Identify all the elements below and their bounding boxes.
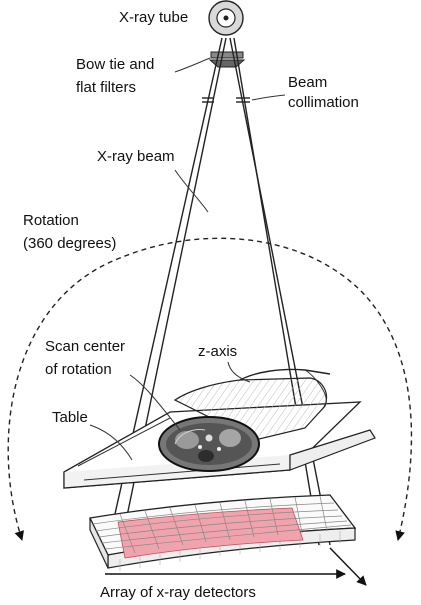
ct-slice-image — [158, 416, 260, 472]
label-detectors: Array of x-ray detectors — [100, 584, 256, 601]
z-axis-direction-arrow — [329, 547, 367, 586]
label-rotation-line2: (360 degrees) — [23, 235, 116, 252]
label-collimation-line1: Beam — [288, 74, 327, 91]
label-z-axis: z-axis — [198, 343, 237, 360]
detector-active-strip — [117, 507, 304, 559]
label-rotation-line1: Rotation — [23, 212, 79, 229]
label-filters-line2: flat filters — [76, 79, 136, 96]
label-scan-center-line2: of rotation — [45, 361, 112, 378]
rotation-arc — [7, 237, 413, 541]
leader-lines — [89, 57, 286, 461]
label-xray-beam: X-ray beam — [97, 148, 175, 165]
patient-body — [173, 368, 331, 441]
label-xray-tube: X-ray tube — [119, 9, 188, 26]
label-scan-center-line1: Scan center — [45, 338, 125, 355]
label-filters-line1: Bow tie and — [76, 56, 154, 73]
xray-tube — [208, 0, 244, 36]
detector-array — [89, 494, 357, 571]
label-table: Table — [52, 409, 88, 426]
label-collimation-line2: collimation — [288, 94, 359, 111]
